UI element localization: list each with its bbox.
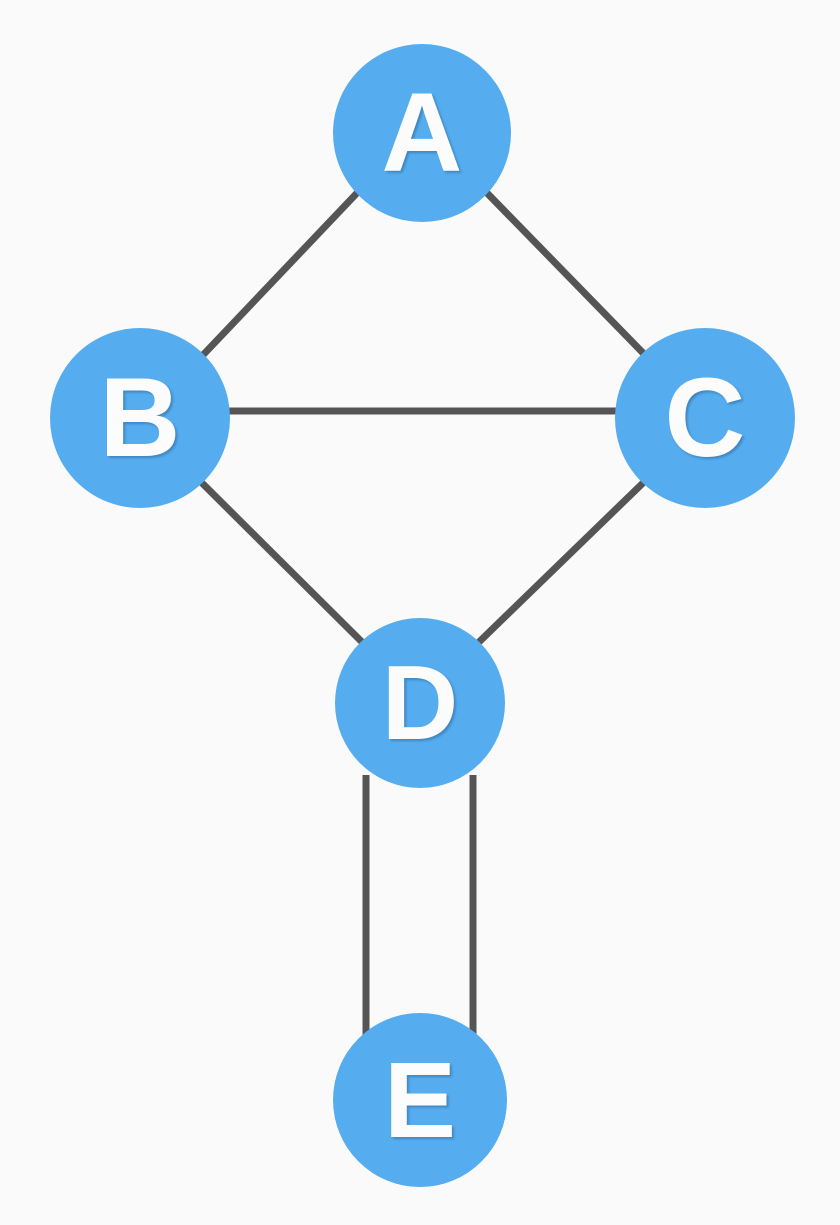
graph-edge-c-d[interactable] [475,478,648,646]
graph-edge-a-b[interactable] [200,190,360,358]
graph-node-c[interactable]: C [615,328,795,508]
graph-node-label-d: D [381,644,459,762]
graph-node-label-c: C [664,355,746,480]
graph-edge-b-d[interactable] [197,478,366,646]
graph-edge-a-c[interactable] [484,190,648,358]
graph-node-label-e: E [383,1039,457,1160]
graph-node-d[interactable]: D [335,618,505,788]
graph-node-b[interactable]: B [50,328,230,508]
graph-node-a[interactable]: A [333,44,511,222]
edges-container [197,190,648,1035]
graph-node-label-a: A [381,70,463,195]
graph-node-e[interactable]: E [333,1013,507,1187]
graph-node-label-b: B [99,355,181,480]
